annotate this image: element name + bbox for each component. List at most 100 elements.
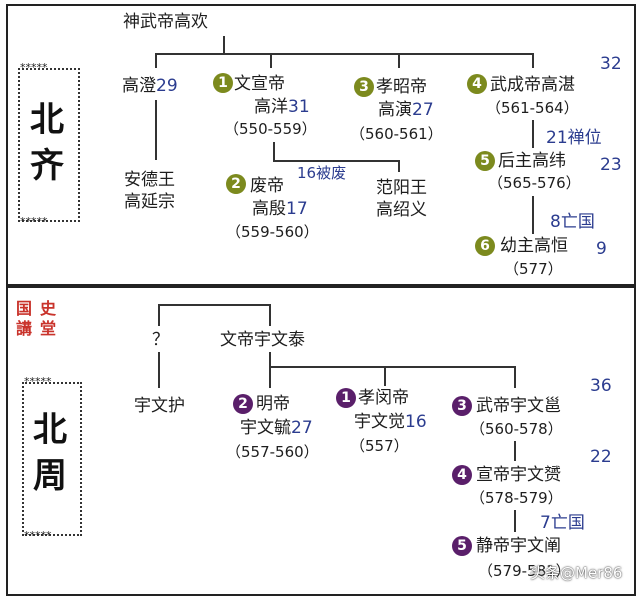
zhou-unknown: ？	[152, 330, 169, 350]
qi-wucheng-years: （561-564）	[486, 99, 579, 117]
qi-badge-2: 2	[226, 174, 246, 194]
zhou-xiaomin-name-text: 宇文觉	[354, 412, 405, 432]
zhou-badge-2: 2	[233, 394, 253, 414]
qi-youzhu-title: 幼主高恒	[500, 236, 568, 256]
qi-fei-years: （559-560）	[226, 223, 319, 241]
zhou-xiaomin-years: （557）	[350, 437, 409, 455]
qi-fei-note: 16被废	[297, 164, 347, 182]
zhou-ming-title: 明帝	[256, 394, 290, 414]
qi-wucheng-title: 武成帝高湛	[490, 75, 575, 95]
qi-founder: 神武帝高欢	[123, 12, 208, 32]
zhou-wu-title: 武帝宇文邕	[476, 396, 561, 416]
qi-houzhu-age: 23	[600, 155, 622, 175]
northern-zhou-title-2: 周	[33, 456, 67, 496]
zhou-drop-ming	[269, 366, 271, 388]
qi-ande-line1: 安德王	[124, 170, 175, 190]
qi-youzhu-years: （577）	[504, 260, 563, 278]
stars-bottom: *****	[20, 215, 48, 228]
zhou-xiaomin-age: 16	[405, 412, 427, 432]
zhou-top-left	[158, 304, 160, 326]
zhou-xiaomin-title: 孝闵帝	[358, 388, 409, 408]
seal-char-3: 講	[16, 319, 33, 338]
zhou-jing-years: （579-581）	[478, 562, 571, 580]
zhou-top-right	[269, 304, 271, 326]
northern-qi-title-box	[18, 68, 80, 222]
qi-wenxuan-name-text: 高洋	[254, 97, 288, 117]
zhou-sons-bar	[269, 366, 515, 368]
northern-qi-panel	[6, 4, 636, 286]
qi-wenxuan-title: 文宣帝	[234, 74, 285, 94]
zhou-drop-xiaomin	[384, 366, 386, 386]
qi-drop-gaocheng	[155, 53, 157, 68]
qi-wenxuan-years: （550-559）	[224, 120, 317, 138]
qi-houzhu-title: 后主高纬	[498, 151, 566, 171]
zhou-stars-bottom: *****	[24, 529, 52, 542]
zhou-xuan-stem	[514, 510, 516, 532]
qi-ande-line2: 高延宗	[124, 192, 175, 212]
qi-drop-wenxuan	[270, 53, 272, 68]
qi-gaocheng-name: 高澄	[122, 76, 156, 96]
qi-fei-name: 高殷17	[252, 199, 308, 219]
qi-fanyang-line2: 高绍义	[376, 200, 427, 220]
qi-gaocheng-stem	[155, 100, 157, 160]
qi-wucheng-age: 32	[600, 54, 622, 74]
qi-badge-6: 6	[475, 236, 495, 256]
qi-wucheng-note: 21禅位	[546, 128, 602, 148]
watermark: 头条@Mer86	[530, 564, 623, 582]
qi-badge-4: 4	[467, 74, 487, 94]
qi-gaocheng-age: 29	[156, 76, 178, 96]
qi-xiaozhao-name: 高演27	[378, 100, 434, 120]
zhou-badge-3: 3	[452, 396, 472, 416]
zhou-badge-1: 1	[336, 388, 356, 408]
northern-zhou-panel	[6, 286, 636, 596]
zhou-xiaomin-name: 宇文觉16	[354, 412, 427, 432]
zhou-unknown-stem	[158, 352, 160, 388]
zhou-wu-stem	[514, 441, 516, 461]
qi-wenxuan-age: 31	[288, 97, 310, 117]
stars-top: *****	[20, 61, 48, 74]
zhou-xuan-years: （578-579）	[470, 489, 563, 507]
qi-houzhu-stem	[532, 196, 534, 234]
zhou-ming-age: 27	[291, 418, 313, 438]
zhou-ming-name-text: 宇文毓	[240, 418, 291, 438]
qi-drop-xiaozhao	[398, 53, 400, 68]
qi-youzhu-age: 9	[596, 239, 607, 259]
zhou-xuan-age: 22	[590, 447, 612, 467]
zhou-founder: 文帝宇文泰	[220, 330, 305, 350]
zhou-top-bar	[158, 304, 270, 306]
qi-xiaozhao-years: （560-561）	[350, 125, 443, 143]
seal-char-4: 堂	[40, 319, 57, 338]
zhou-drop-wu	[514, 366, 516, 388]
northern-zhou-title-box	[22, 382, 82, 536]
zhou-founder-stem	[269, 352, 271, 366]
qi-founder-stem	[223, 36, 225, 53]
qi-fei-name-text: 高殷	[252, 199, 286, 219]
seal-char-2: 史	[40, 299, 57, 318]
zhou-wu-age: 36	[590, 376, 612, 396]
qi-houzhu-note: 8亡国	[550, 212, 595, 232]
qi-badge-3: 3	[354, 77, 374, 97]
zhou-jing-note: 7亡国	[540, 513, 585, 533]
qi-badge-5: 5	[475, 151, 495, 171]
qi-xiaozhao-age: 27	[412, 100, 434, 120]
zhou-xuan-title: 宣帝宇文赟	[476, 465, 561, 485]
qi-wenxuan-name: 高洋31	[254, 97, 310, 117]
zhou-jing-title: 静帝宇文阐	[476, 536, 561, 556]
qi-fei-title: 废帝	[250, 176, 284, 196]
northern-qi-title-1: 北	[30, 100, 64, 140]
zhou-stars-top: *****	[24, 375, 52, 388]
qi-badge-1: 1	[213, 73, 233, 93]
qi-xiaozhao-title: 孝昭帝	[376, 77, 427, 97]
qi-wenxuan-stem	[273, 142, 275, 160]
qi-drop-fanyang	[398, 160, 400, 172]
qi-sons-bar	[155, 53, 533, 55]
qi-drop-wucheng	[532, 53, 534, 68]
northern-zhou-title-1: 北	[33, 410, 67, 450]
northern-qi-title-2: 齐	[30, 146, 64, 186]
zhou-ming-years: （557-560）	[226, 443, 319, 461]
zhou-wu-years: （560-578）	[470, 420, 563, 438]
qi-wenxuan-sons-bar	[273, 160, 399, 162]
qi-wucheng-stem	[532, 120, 534, 148]
seal-char-1: 国	[16, 299, 33, 318]
qi-fanyang-line1: 范阳王	[376, 178, 427, 198]
